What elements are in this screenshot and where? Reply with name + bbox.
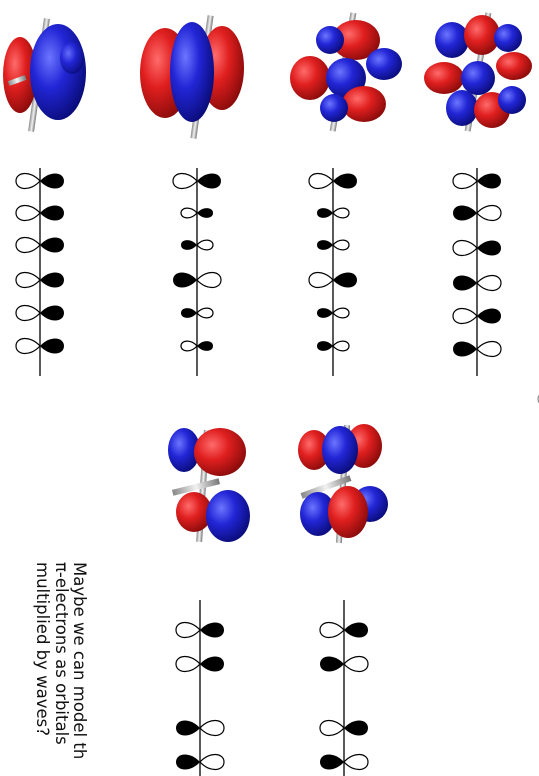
p-orbital [180, 207, 213, 219]
caption-line-1: Maybe we can model th [70, 562, 89, 759]
p-orbital [320, 753, 369, 771]
p-orbital [15, 236, 64, 254]
caption-line-3: multiplied by waves? [33, 562, 52, 736]
p-orbital [15, 304, 64, 322]
stray-mark [537, 394, 539, 404]
mo-render-3 [290, 12, 402, 132]
p-orbital [176, 719, 225, 737]
chain-3 [308, 168, 357, 376]
mo-render-2 [140, 15, 244, 139]
p-orbital [317, 340, 350, 352]
p-orbital [452, 307, 501, 325]
p-orbital [15, 204, 64, 222]
caption-line-2: π-electrons as orbitals [52, 562, 71, 745]
p-orbital [317, 239, 350, 251]
p-orbital [317, 207, 350, 219]
p-orbital [15, 337, 64, 355]
p-orbital [453, 340, 502, 358]
p-orbital [452, 239, 501, 257]
p-orbital [180, 340, 213, 352]
p-orbital [173, 271, 222, 289]
p-orbital [452, 172, 501, 190]
p-orbital [176, 753, 225, 771]
p-orbital [308, 172, 357, 190]
chain-4 [452, 168, 502, 376]
mo-render-5 [168, 428, 250, 543]
chain-2 [172, 168, 222, 376]
p-orbital [175, 621, 224, 639]
p-orbital [175, 655, 224, 673]
chain-5 [175, 600, 225, 776]
chain-1 [15, 168, 64, 376]
mo-render-1 [3, 18, 86, 132]
p-orbital [181, 239, 214, 251]
p-orbital [15, 172, 64, 190]
p-orbital [320, 655, 369, 673]
p-orbital [453, 204, 502, 222]
p-orbital [172, 172, 221, 190]
p-orbital [181, 307, 214, 319]
p-orbital [319, 621, 368, 639]
mo-render-4 [424, 12, 532, 132]
p-orbital [15, 271, 64, 289]
mo-render-6 [298, 424, 388, 544]
p-orbital [453, 274, 502, 292]
p-orbital [319, 719, 368, 737]
caption: Maybe we can model th π-electrons as orb… [33, 562, 89, 759]
p-orbital [308, 271, 357, 289]
p-orbital [317, 307, 350, 319]
chain-6 [319, 600, 369, 776]
